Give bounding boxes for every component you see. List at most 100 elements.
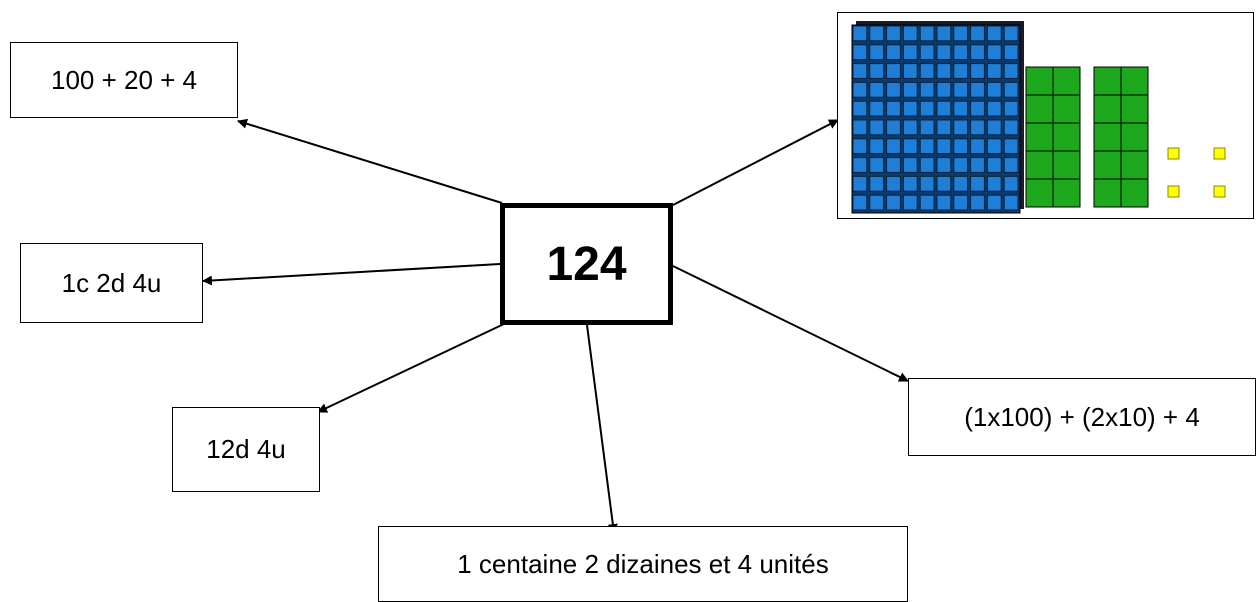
hundred-cell: [986, 63, 1002, 79]
hundred-cell: [886, 100, 901, 117]
hundred-cell: [936, 138, 952, 155]
hundred-cell: [869, 175, 885, 192]
hundred-cell: [986, 100, 1002, 117]
tens-units-box: 12d 4u: [172, 407, 320, 492]
hundred-cell: [970, 138, 985, 155]
hundred-cell: [953, 119, 969, 136]
hundred-cell: [852, 63, 868, 79]
hundred-cell: [902, 25, 918, 42]
hundred-cell: [852, 25, 868, 42]
hundred-cell: [902, 175, 918, 192]
hundred-cell: [1003, 25, 1019, 42]
unit-cube: [1167, 185, 1180, 198]
unit-cube: [1213, 147, 1226, 160]
hundred-cell: [902, 63, 918, 79]
hundred-cell: [936, 81, 952, 98]
hundred-cell: [919, 175, 935, 192]
hundred-cell: [869, 25, 885, 42]
hundred-cell: [970, 100, 985, 117]
hundred-cell: [919, 119, 935, 136]
hundred-cell: [1003, 100, 1019, 117]
hundred-cell: [852, 157, 868, 173]
words-text: 1 centaine 2 dizaines et 4 unités: [457, 548, 829, 579]
hundred-cell: [919, 63, 935, 79]
hundred-cell: [970, 157, 985, 173]
hundred-cell: [869, 194, 885, 211]
hundred-cell: [852, 81, 868, 98]
hundred-cell: [1003, 194, 1019, 211]
hundred-cell: [1003, 44, 1019, 61]
additive-text: 100 + 20 + 4: [50, 64, 198, 95]
hundred-cell: [902, 81, 918, 98]
hundred-cell: [1003, 157, 1019, 173]
hundred-cell: [953, 138, 969, 155]
arrow-to-words: [586, 324, 618, 534]
hundred-cell: [919, 25, 935, 42]
hundred-cell: [886, 157, 901, 173]
hundred-cell: [852, 100, 868, 117]
hundred-cell: [953, 175, 969, 192]
hundred-cell: [953, 44, 969, 61]
tens-units-text: 12d 4u: [206, 434, 286, 464]
hundred-cell: [953, 194, 969, 211]
multiplicative-text: (1x100) + (2x10) + 4: [964, 401, 1200, 432]
hundred-cell: [869, 63, 885, 79]
multiplicative-box: (1x100) + (2x10) + 4: [908, 378, 1256, 456]
hundred-cell: [902, 194, 918, 211]
hundred-cell: [919, 81, 935, 98]
hundred-cell: [1003, 175, 1019, 192]
hundred-cell: [970, 81, 985, 98]
hundred-cell: [886, 194, 901, 211]
hundred-cell: [902, 119, 918, 136]
hundred-cell: [919, 100, 935, 117]
hundred-cell: [869, 81, 885, 98]
hundred-cell: [886, 81, 901, 98]
hundred-cell: [986, 119, 1002, 136]
hundred-cell: [869, 157, 885, 173]
hundred-cell: [953, 63, 969, 79]
hundred-cell: [986, 81, 1002, 98]
hundred-cell: [919, 138, 935, 155]
hundred-cell: [936, 44, 952, 61]
place-value-short-box: 1c 2d 4u: [20, 243, 203, 323]
hundred-cell: [970, 25, 985, 42]
hundred-cell: [869, 44, 885, 61]
hundred-cell: [936, 119, 952, 136]
hundred-cell: [970, 194, 985, 211]
hundred-cell: [886, 119, 901, 136]
arrow-to-multiplicative: [672, 265, 909, 382]
hundred-cell: [986, 175, 1002, 192]
hundred-cell: [852, 138, 868, 155]
hundred-cell: [936, 100, 952, 117]
hundred-cell: [852, 194, 868, 211]
hundred-cell: [986, 25, 1002, 42]
additive-box: 100 + 20 + 4: [10, 42, 238, 118]
arrow-to-place-value-short: [202, 263, 501, 286]
words-box: 1 centaine 2 dizaines et 4 unités: [378, 526, 908, 602]
hundred-cell: [1003, 138, 1019, 155]
hundred-cell: [869, 119, 885, 136]
hundred-cell: [986, 157, 1002, 173]
hundred-cell: [886, 44, 901, 61]
base-ten-blocks-panel: [837, 12, 1254, 219]
hundred-cell: [970, 63, 985, 79]
hundred-cell: [886, 63, 901, 79]
hundred-cell: [936, 63, 952, 79]
unit-cube: [1213, 185, 1226, 198]
hundred-cell: [986, 138, 1002, 155]
hundred-cell: [970, 44, 985, 61]
hundred-cell: [1003, 81, 1019, 98]
arrow-to-blocks: [672, 119, 839, 206]
hundred-cell: [919, 157, 935, 173]
hundred-cell: [936, 25, 952, 42]
hundred-cell: [953, 157, 969, 173]
hundred-cell: [970, 175, 985, 192]
hundred-cell: [902, 44, 918, 61]
hundred-cell: [919, 194, 935, 211]
arrow-to-tens-units: [317, 322, 507, 413]
center-number-box: 124: [500, 203, 673, 325]
hundred-cell: [986, 44, 1002, 61]
unit-cube: [1167, 147, 1180, 160]
hundred-cell: [1003, 63, 1019, 79]
